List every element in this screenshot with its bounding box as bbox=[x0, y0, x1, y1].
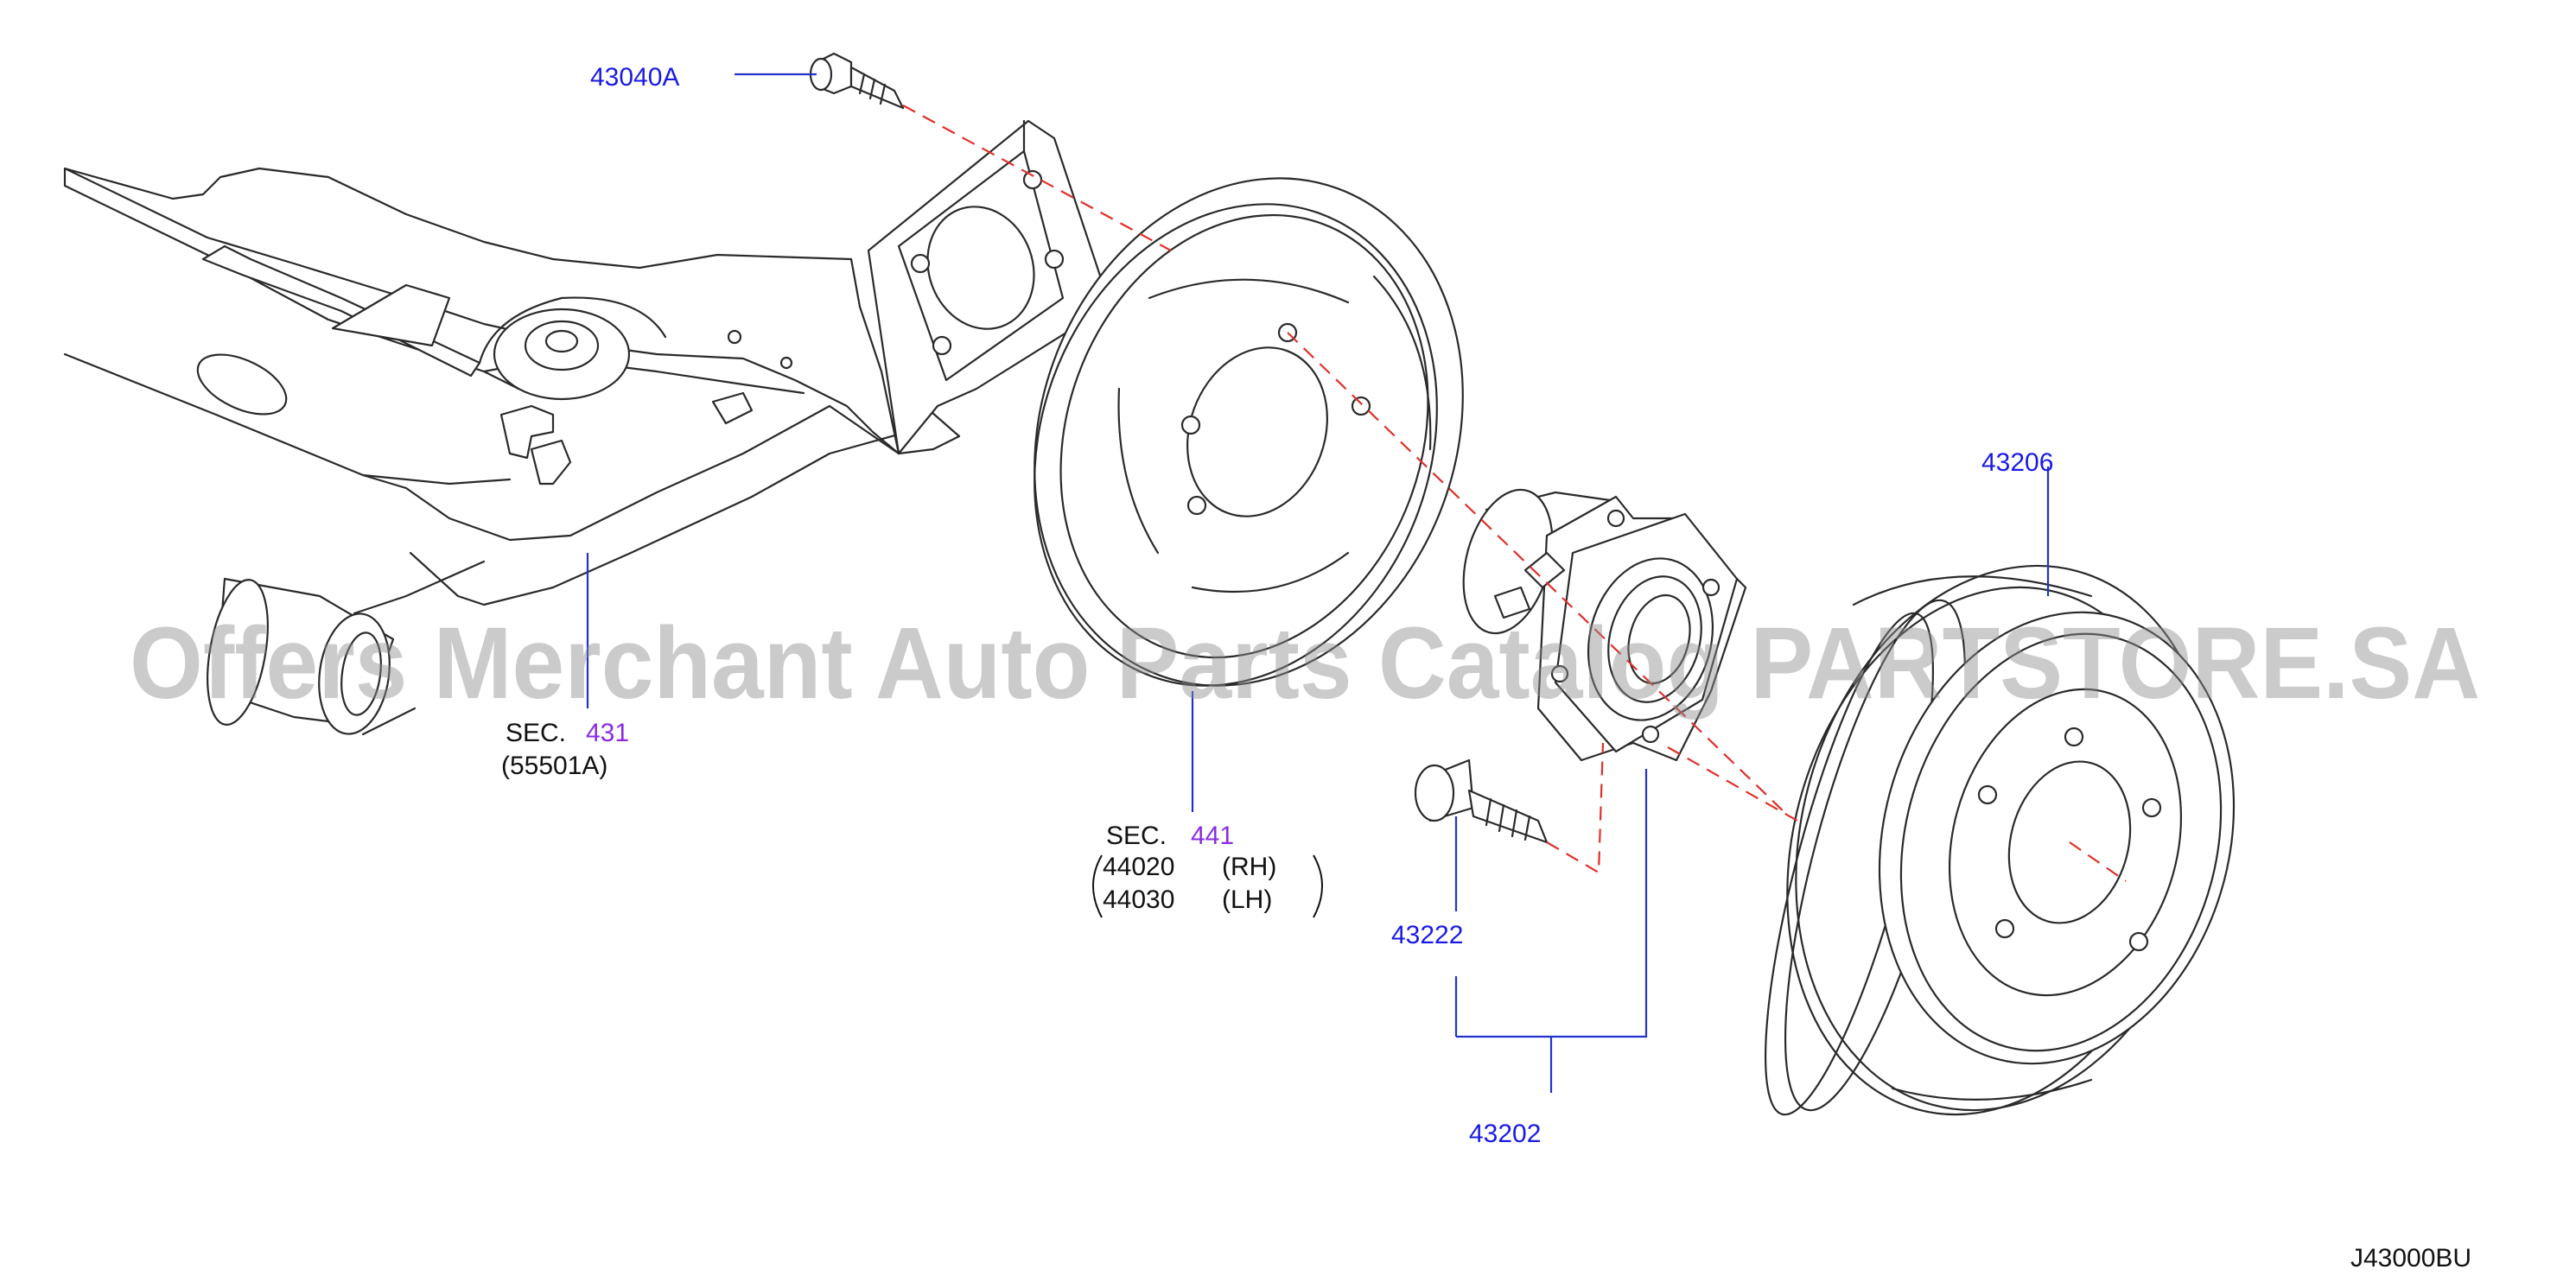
label-44020: 44020 bbox=[1103, 853, 1174, 881]
leader-lines bbox=[586, 73, 2050, 1093]
hub-bolt bbox=[1414, 758, 1549, 844]
watermark-text: Offers Merchant Auto Parts Catalog PARTS… bbox=[130, 606, 2480, 720]
brake-drum bbox=[1765, 564, 2236, 1116]
label-44030: 44030 bbox=[1103, 885, 1174, 914]
label-lh: (LH) bbox=[1222, 885, 1272, 914]
hub-bearing-assembly bbox=[1462, 488, 1747, 762]
assembly-centerlines bbox=[902, 105, 2127, 882]
rear-axle-beam bbox=[63, 119, 1108, 736]
label-sec441-number: 441 bbox=[1191, 822, 1234, 850]
right-paren-bracket bbox=[1313, 854, 1323, 918]
label-sec441-prefix: SEC. bbox=[1106, 822, 1167, 850]
left-paren-bracket bbox=[1092, 854, 1103, 918]
label-sec431-number: 431 bbox=[586, 719, 629, 747]
label-43202: 43202 bbox=[1469, 1120, 1541, 1148]
diagram-code: J43000BU bbox=[2350, 1244, 2471, 1272]
axle-mount-bolt bbox=[809, 52, 905, 110]
label-43040A: 43040A bbox=[590, 63, 679, 92]
label-rh: (RH) bbox=[1222, 853, 1276, 881]
label-sec431-prefix: SEC. bbox=[506, 719, 566, 747]
label-55501A: (55501A) bbox=[501, 752, 607, 780]
label-43222: 43222 bbox=[1391, 921, 1463, 949]
brake-backing-plate bbox=[1034, 177, 1464, 687]
label-43206: 43206 bbox=[1981, 448, 2053, 477]
